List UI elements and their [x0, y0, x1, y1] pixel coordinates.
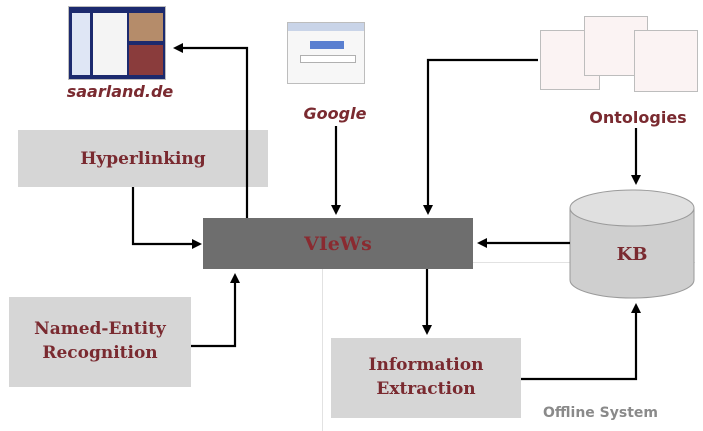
google-thumbnail [287, 22, 365, 84]
saarland-thumbnail [68, 6, 166, 80]
arrow-views-to-saarland [173, 43, 249, 218]
ner-box: Named-Entity Recognition [9, 297, 191, 387]
ner-label-line2: Recognition [42, 343, 158, 363]
google-label: Google [303, 104, 367, 123]
views-label: VIeWs [304, 232, 372, 255]
hyperlinking-box: Hyperlinking [18, 130, 268, 187]
ie-label-line1: Information [368, 355, 484, 376]
arrow-ie-to-kb [521, 303, 641, 381]
ie-label-line2: Extraction [376, 379, 476, 399]
kb-cylinder [569, 189, 695, 299]
views-box: VIeWs [203, 218, 473, 269]
kb-label: KB [616, 244, 648, 265]
ontology-thumbnail-3 [634, 30, 698, 92]
offline-system-label: Offline System [543, 405, 658, 421]
arrow-hyperlinking-to-views [131, 187, 202, 249]
ontologies-label: Ontologies [589, 108, 687, 127]
arrow-ontologies-to-views [423, 58, 538, 215]
offline-system-boundary [322, 262, 695, 431]
saarland-label: saarland.de [66, 82, 174, 101]
ie-box: Information Extraction [331, 338, 521, 418]
arrow-ner-to-views [191, 273, 240, 348]
ner-label-line1: Named-Entity [34, 319, 166, 340]
hyperlinking-label: Hyperlinking [80, 148, 206, 169]
